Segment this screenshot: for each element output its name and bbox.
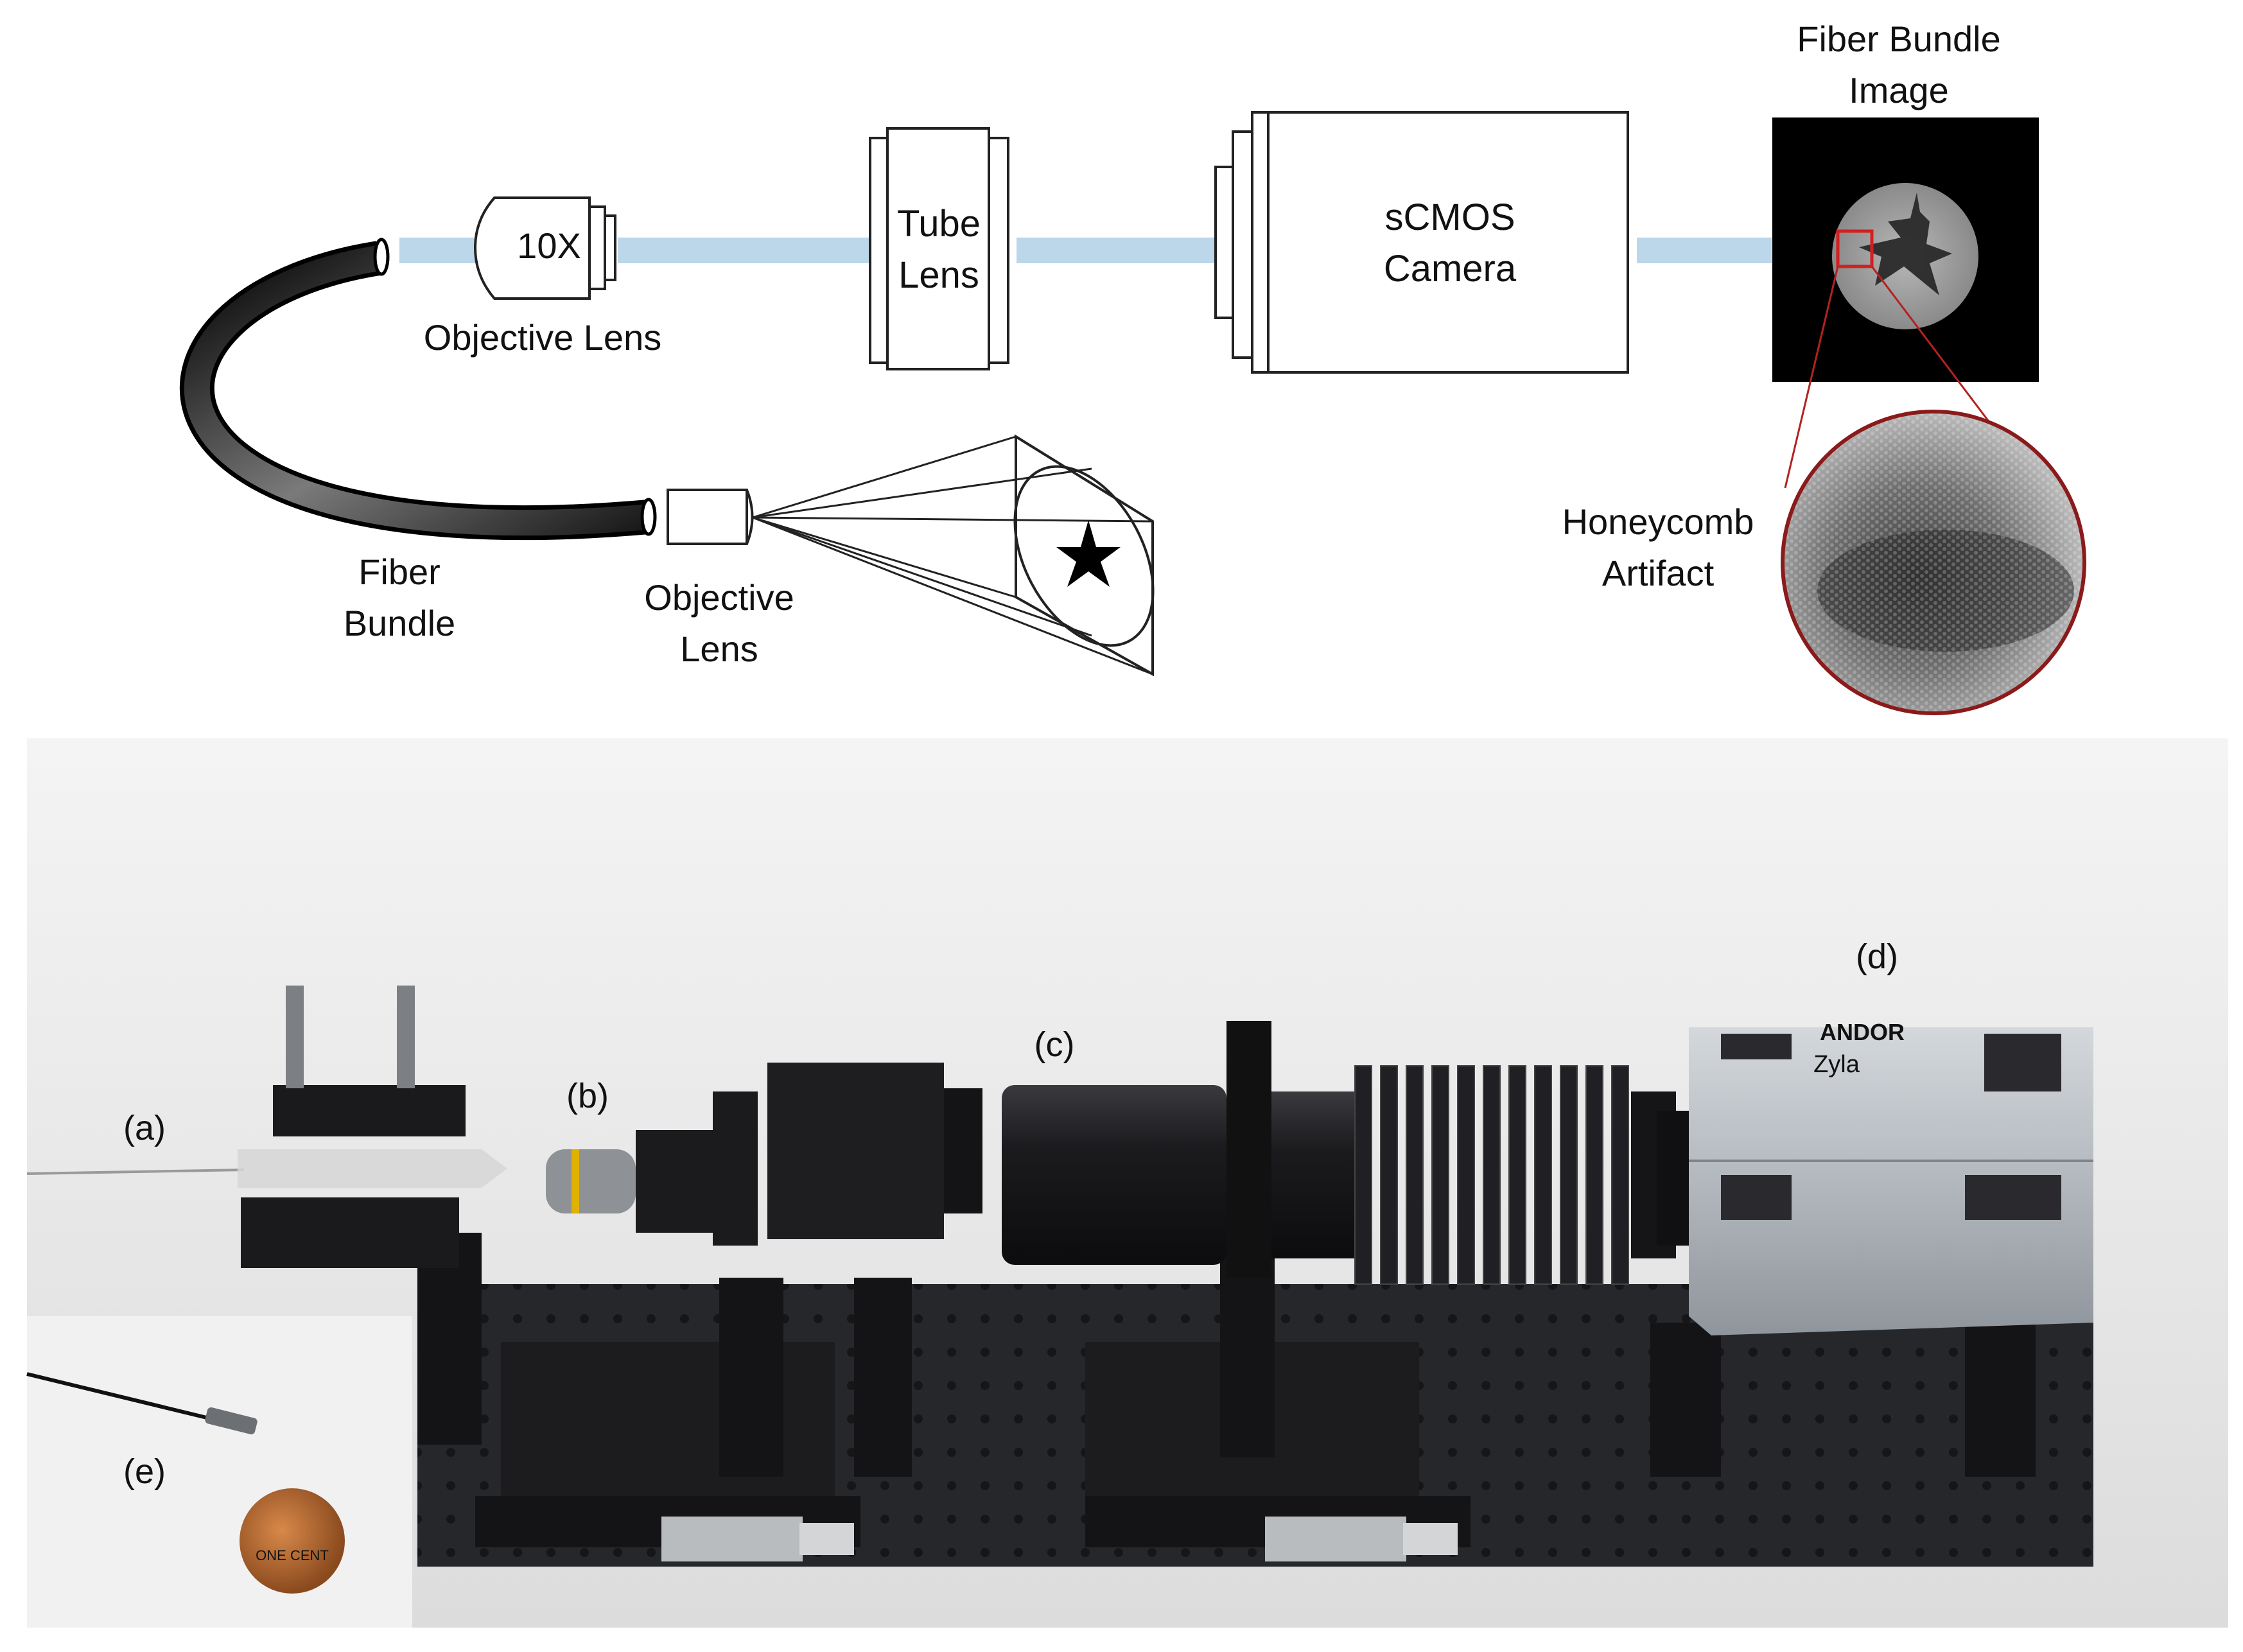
schematic-diagram: 10X Objective Lens Tube Lens sCMOS Camer… — [180, 19, 2086, 715]
honeycomb-zoom-circle — [1781, 410, 2086, 715]
fiber-bundle-label-line2: Bundle — [344, 603, 455, 643]
tube-lens-label-line1: Tube — [897, 203, 981, 245]
photo-label-d: (d) — [1856, 937, 1898, 976]
tube-lens-label-line2: Lens — [898, 254, 979, 296]
zoom-region-box — [1836, 229, 1874, 268]
inset-probe-photo: ONE CENT — [26, 1316, 412, 1628]
photo-label-e: (e) — [123, 1452, 166, 1491]
andor-zyla-camera — [1657, 1027, 2093, 1335]
tube-lens-assembly — [1002, 1021, 1676, 1285]
objective-lens-label-bottom-line2: Lens — [680, 629, 758, 669]
objective-mount — [546, 1063, 982, 1246]
fiber-holder — [26, 986, 507, 1268]
photo-label-b: (b) — [566, 1077, 609, 1115]
photo-label-c: (c) — [1034, 1025, 1075, 1064]
camera-model: Zyla — [1813, 1051, 1860, 1078]
fiber-bundle-image-title-line2: Image — [1849, 70, 1949, 110]
star-target — [1056, 520, 1121, 587]
objective-magnification: 10X — [517, 225, 581, 266]
fiber-bundle-image-title-line1: Fiber Bundle — [1797, 19, 2001, 59]
coin-text: ONE CENT — [256, 1547, 329, 1563]
honeycomb-label-line1: Honeycomb — [1562, 501, 1754, 542]
translation-stage-left — [475, 1342, 860, 1561]
objective-lens-10x — [473, 196, 616, 300]
honeycomb-label-line2: Artifact — [1602, 553, 1715, 593]
projection-cone — [752, 434, 1155, 677]
objective-lens-distal — [667, 489, 754, 545]
tube-lens — [869, 127, 1009, 370]
fiber-bundle-image — [1772, 117, 2039, 382]
camera-label-line2: Camera — [1384, 248, 1517, 290]
photo-label-a: (a) — [123, 1109, 166, 1147]
objective-lens-label-top: Objective Lens — [424, 317, 661, 358]
fiber-bundle-cable — [180, 238, 657, 540]
translation-stage-right — [1085, 1342, 1471, 1561]
fiber-bundle-label-line1: Fiber — [358, 552, 441, 592]
camera-label-line1: sCMOS — [1385, 196, 1515, 238]
light-beam — [399, 238, 1772, 263]
objective-lens-label-bottom-line1: Objective — [644, 577, 794, 618]
camera-brand: ANDOR — [1820, 1019, 1905, 1045]
scmos-camera — [1214, 111, 1629, 374]
mounting-posts — [417, 1233, 2036, 1477]
setup-photograph: ANDOR Zyla ONE CENT (a) (b) (c) (d) (e) — [26, 738, 2228, 1628]
